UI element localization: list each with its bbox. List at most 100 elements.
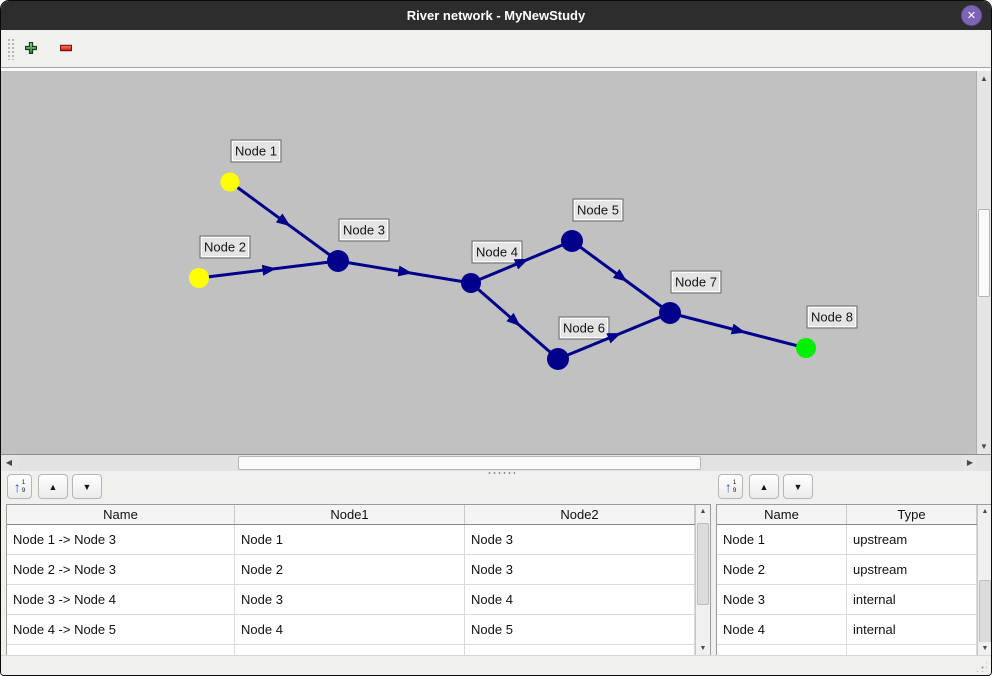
table-cell[interactable]: Node 2 xyxy=(717,555,847,584)
table-cell[interactable]: upstream xyxy=(847,555,977,584)
horizontal-scroll-thumb[interactable] xyxy=(238,456,701,470)
scroll-left-button[interactable]: ◀ xyxy=(1,455,17,471)
toolbar-separator xyxy=(1,67,991,68)
main-toolbar xyxy=(1,30,991,67)
close-button[interactable]: ✕ xyxy=(961,5,982,26)
table-cell[interactable]: Node 4 xyxy=(465,585,695,614)
titlebar[interactable]: River network - MyNewStudy ✕ xyxy=(1,1,991,30)
links-move-down-button[interactable]: ▼ xyxy=(72,474,102,499)
table-cell[interactable]: Node 3 xyxy=(465,555,695,584)
network-node-n3[interactable] xyxy=(327,250,349,272)
table-cell[interactable]: Node 3 xyxy=(235,585,465,614)
table-cell[interactable]: Node 2 xyxy=(235,555,465,584)
nodes-move-down-button[interactable]: ▼ xyxy=(783,474,813,499)
network-node-n1[interactable] xyxy=(220,172,240,192)
network-node-n7[interactable] xyxy=(659,302,681,324)
table-cell[interactable]: Node 1 xyxy=(235,525,465,554)
edge-arrow-icon xyxy=(261,264,277,276)
sort-digit-1: 1 xyxy=(21,479,26,487)
table-cell[interactable] xyxy=(847,645,977,655)
table-cell[interactable]: internal xyxy=(847,585,977,614)
sort-digit-1: 1 xyxy=(732,479,737,487)
table-cell[interactable]: Node 5 xyxy=(465,615,695,644)
add-node-button[interactable] xyxy=(18,35,44,61)
table-cell[interactable]: Node 4 xyxy=(717,615,847,644)
table-cell[interactable]: Node 4 -> Node 5 xyxy=(7,615,235,644)
scroll-right-button[interactable]: ▶ xyxy=(962,455,978,471)
table-cell[interactable] xyxy=(717,645,847,655)
table-cell[interactable] xyxy=(465,645,695,655)
edge-arrow-icon xyxy=(506,312,521,327)
network-node-n8[interactable] xyxy=(796,338,816,358)
column-header-node1[interactable]: Node1 xyxy=(235,505,465,524)
table-cell[interactable] xyxy=(235,645,465,655)
scroll-up-icon: ▲ xyxy=(981,508,989,515)
table-cell[interactable]: Node 2 -> Node 3 xyxy=(7,555,235,584)
scroll-up-button[interactable]: ▲ xyxy=(978,505,991,518)
resize-grip[interactable] xyxy=(975,660,987,672)
network-node-n2[interactable] xyxy=(189,268,209,288)
nodes-table-scrollbar[interactable]: ▲ ▼ xyxy=(977,505,991,655)
nodes-table-header: Name Type xyxy=(717,505,977,525)
sort-digit-9: 9 xyxy=(732,486,737,494)
links-scroll-thumb[interactable] xyxy=(697,523,709,605)
node-label: Node 1 xyxy=(235,144,277,159)
table-cell[interactable]: Node 3 xyxy=(465,525,695,554)
nodes-scroll-thumb[interactable] xyxy=(979,580,991,644)
canvas-vertical-scrollbar[interactable]: ▲ ▼ xyxy=(976,71,991,454)
scroll-down-icon: ▼ xyxy=(699,645,707,652)
scroll-up-icon: ▲ xyxy=(980,73,988,83)
links-table-scrollbar[interactable]: ▲ ▼ xyxy=(695,505,710,655)
table-row-partial[interactable] xyxy=(7,645,695,655)
column-header-type[interactable]: Type xyxy=(847,505,977,524)
canvas-horizontal-scrollbar[interactable]: ◀ ▶ xyxy=(1,454,978,471)
sort-ascending-icon: ↑ xyxy=(724,478,732,495)
node-label-box: Node 5 xyxy=(572,198,624,222)
table-cell[interactable]: Node 3 -> Node 4 xyxy=(7,585,235,614)
toolbar-drag-handle[interactable] xyxy=(7,38,15,60)
scroll-up-button[interactable]: ▲ xyxy=(977,71,991,86)
scroll-up-button[interactable]: ▲ xyxy=(696,505,710,518)
scroll-down-button[interactable]: ▼ xyxy=(696,642,710,655)
sort-digit-9: 9 xyxy=(21,486,26,494)
table-cell[interactable]: Node 3 xyxy=(717,585,847,614)
table-cell[interactable] xyxy=(7,645,235,655)
node-label: Node 6 xyxy=(563,321,605,336)
table-cell[interactable]: Node 1 -> Node 3 xyxy=(7,525,235,554)
column-header-name[interactable]: Name xyxy=(7,505,235,524)
table-cell[interactable]: upstream xyxy=(847,525,977,554)
network-node-n6[interactable] xyxy=(547,348,569,370)
table-cell[interactable]: Node 4 xyxy=(235,615,465,644)
remove-node-button[interactable] xyxy=(53,35,79,61)
canvas-panel-splitter[interactable] xyxy=(1,471,991,474)
vertical-scroll-thumb[interactable] xyxy=(978,209,990,297)
scroll-down-button[interactable]: ▼ xyxy=(978,642,991,655)
scroll-up-icon: ▲ xyxy=(699,508,707,515)
table-cell[interactable]: internal xyxy=(847,615,977,644)
status-bar xyxy=(1,655,991,675)
network-node-n5[interactable] xyxy=(561,230,583,252)
edge-arrow-icon xyxy=(612,269,628,282)
column-header-name[interactable]: Name xyxy=(717,505,847,524)
links-move-up-button[interactable]: ▲ xyxy=(38,474,68,499)
node-label-box: Node 2 xyxy=(199,235,251,259)
close-icon: ✕ xyxy=(966,10,977,22)
nodes-move-up-button[interactable]: ▲ xyxy=(749,474,779,499)
column-header-node2[interactable]: Node2 xyxy=(465,505,695,524)
table-cell[interactable]: Node 1 xyxy=(717,525,847,554)
network-node-n4[interactable] xyxy=(461,273,481,293)
table-row-partial[interactable] xyxy=(717,645,977,655)
scroll-down-button[interactable]: ▼ xyxy=(977,439,991,454)
